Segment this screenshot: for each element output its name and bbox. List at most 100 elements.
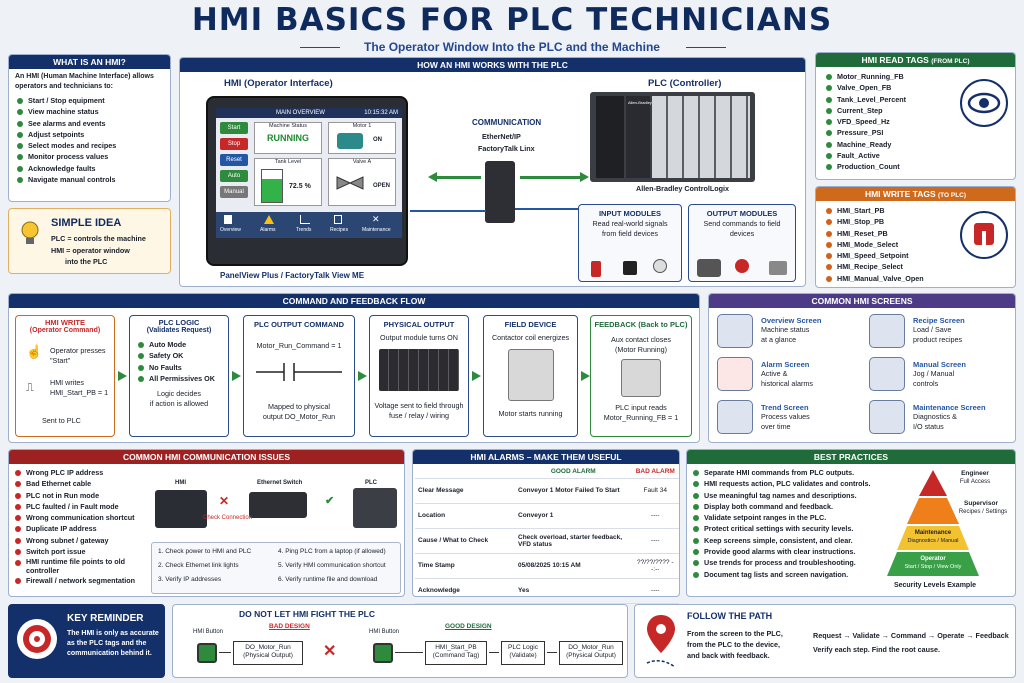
motor-state: ON	[373, 137, 382, 143]
step-text: Motor starts running	[498, 409, 563, 418]
command-tag-box: HMI_Start_PB(Command Tag)	[425, 641, 487, 665]
screen-desc: historical alarms	[761, 379, 813, 388]
plc-label: PLC	[365, 480, 377, 486]
output-modules-desc: Send commands to field devices	[703, 219, 781, 238]
best-practices-panel: BEST PRACTICES Separate HMI commands fro…	[686, 449, 1016, 597]
motor-box: Motor 1 ON	[328, 122, 396, 154]
hmi-device: MAIN OVERVIEW 10:15:32 AM Start Stop Res…	[206, 96, 408, 266]
write-tags-sub: (TO PLC)	[938, 192, 967, 199]
panel-header: HMI ALARMS – MAKE THEM USEFUL	[413, 450, 679, 464]
write-tags-list: HMI_Start_PB HMI_Stop_PB HMI_Reset_PB HM…	[816, 201, 1015, 288]
output-modules-box: OUTPUT MODULES Send commands to field de…	[688, 204, 796, 282]
valve-icon	[769, 261, 787, 275]
screen-desc: product recipes	[913, 335, 963, 344]
panel-header: HOW AN HMI WORKS WITH THE PLC	[180, 58, 805, 72]
page-subtitle: The Operator Window Into the PLC and the…	[364, 40, 660, 54]
ethernet-cable	[515, 208, 590, 210]
screen-name: Alarm Screen	[761, 360, 810, 369]
motor-label: Motor 1	[352, 123, 372, 129]
list-item: Fault_Active	[824, 150, 1007, 161]
screen-nav: Overview Alarms Trends Recipes Maintenan…	[216, 212, 402, 238]
list-item: Firewall / network segmentation	[13, 575, 137, 586]
flow-step-hmi-write: HMI WRITE (Operator Command) ☝ Operator …	[15, 315, 115, 437]
power-supply	[596, 96, 624, 178]
nav-trends[interactable]: Trends	[296, 227, 312, 233]
maintenance-screen-icon	[869, 400, 905, 434]
nav-maintenance[interactable]: Maintenance	[362, 227, 391, 233]
stop-button[interactable]: Stop	[220, 138, 248, 150]
wrench-icon: ✕	[372, 214, 380, 224]
panel-header: HMI WRITE TAGS (TO PLC)	[816, 187, 1015, 201]
box-sublabel: (Validate)	[509, 652, 537, 659]
screen-desc: over time	[761, 422, 791, 431]
contactor-icon	[507, 349, 554, 401]
start-button[interactable]: Start	[220, 122, 248, 134]
list-item: Protect critical settings with security …	[691, 523, 879, 534]
manual-button[interactable]: Manual	[220, 186, 248, 198]
nav-overview[interactable]: Overview	[220, 227, 241, 233]
box-label: DO_Motor_Run	[568, 644, 614, 651]
plc-title: PLC (Controller)	[648, 78, 722, 89]
arrow	[395, 652, 423, 653]
screen-desc: Process values	[761, 412, 810, 421]
ethernet-cable	[410, 210, 486, 212]
fight-title: DO NOT LET HMI FIGHT THE PLC	[239, 609, 375, 619]
ethernet-switch-icon	[485, 161, 515, 223]
pushbutton-icon	[591, 261, 601, 277]
plc-rack: Allen-Bradley	[590, 92, 755, 182]
input-modules-box: INPUT MODULES Read real-world signals fr…	[578, 204, 682, 282]
output-modules-title: OUTPUT MODULES	[706, 209, 778, 218]
list-item: Current_Step	[824, 105, 1007, 116]
list-item: Start / Stop equipment	[15, 95, 164, 106]
step-text: Sent to PLC	[42, 416, 81, 425]
list-item: Use trends for process and troubleshooti…	[691, 557, 879, 568]
level-maintenance-access: Diagnostics / Manual	[907, 538, 959, 544]
permissive-list: Auto Mode Safety OK No Faults All Permis…	[130, 334, 228, 389]
write-tags-title: HMI WRITE TAGS	[864, 189, 936, 199]
hmi-device-icon	[155, 490, 207, 528]
comm-driver: FactoryTalk Linx	[478, 144, 535, 153]
intro-text: An HMI (Human Machine Interface) allows …	[15, 73, 154, 90]
level-supervisor: Supervisor	[964, 500, 998, 507]
ladder-coil-icon	[256, 363, 342, 381]
list-item: HMI_Manual_Valve_Open	[824, 273, 1007, 284]
step-text: fuse / relay / wiring	[389, 411, 449, 420]
comm-title: COMMUNICATION	[472, 118, 542, 127]
alarm-screen-icon	[717, 357, 753, 391]
step-item: 4. Ping PLC from a laptop (if allowed)	[278, 548, 386, 555]
manual-screen-item: Manual Screen Jog / Manual controls	[913, 360, 1013, 389]
box-sublabel: (Physical Output)	[566, 652, 616, 659]
bad-value: Fault 34	[631, 478, 679, 504]
what-is-hmi-panel: WHAT IS AN HMI? An HMI (Human Machine In…	[8, 54, 171, 202]
gauge-icon	[653, 259, 667, 273]
comm-arrow	[435, 176, 481, 179]
row-label: Time Stamp	[415, 553, 515, 579]
sensor-icon	[623, 261, 637, 275]
flow-arrow	[232, 371, 241, 381]
status-label: Machine Status	[269, 123, 307, 129]
reset-button[interactable]: Reset	[220, 154, 248, 166]
simple-line: into the PLC	[65, 257, 108, 266]
hmi-label: HMI	[175, 480, 186, 486]
comm-arrow	[520, 176, 580, 179]
level-engineer-access: Full Access	[959, 479, 991, 485]
list-item: Keep screens simple, consistent, and cle…	[691, 535, 879, 546]
nav-alarms[interactable]: Alarms	[260, 227, 276, 233]
path-text: and back with feedback.	[687, 651, 770, 660]
io-modules	[652, 96, 750, 178]
list-item: Provide good alarms with clear instructi…	[691, 546, 879, 557]
overview-screen-item: Overview Screen Machine status at a glan…	[761, 316, 861, 345]
bad-design-label: BAD DESIGN	[269, 623, 310, 630]
motor-icon	[697, 259, 721, 277]
screen-desc: I/O status	[913, 422, 944, 431]
panelview-caption: PanelView Plus / FactoryTalk View ME	[220, 271, 365, 280]
status-value: RUNNING	[267, 133, 309, 143]
auto-button[interactable]: Auto	[220, 170, 248, 182]
screen-desc: Jog / Manual	[913, 369, 955, 378]
nav-recipes[interactable]: Recipes	[330, 227, 349, 233]
arrow-head	[580, 172, 589, 182]
list-item: Auto Mode	[136, 339, 222, 350]
bad-value: ----	[631, 503, 679, 529]
hmi-button-label: HMI Button	[369, 629, 400, 635]
